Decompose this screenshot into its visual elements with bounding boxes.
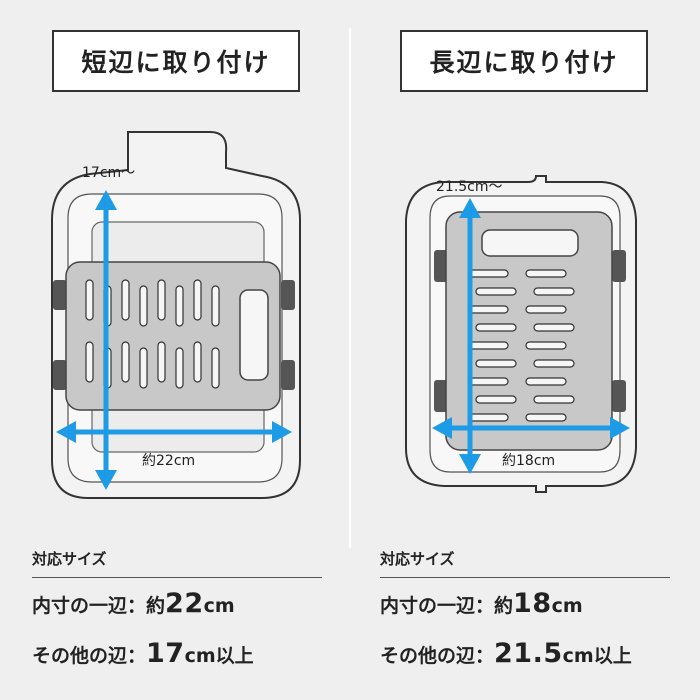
grip-left-top xyxy=(53,280,67,310)
row2-label: その他の辺： xyxy=(380,645,495,667)
row1-value: 22 xyxy=(165,588,204,619)
long-side-spec-row2: その他の辺：21.5cm以上 xyxy=(380,638,632,669)
long-side-spec-row1: 内寸の一辺：約18cm xyxy=(380,588,583,619)
width-arrow-head-left xyxy=(56,421,76,443)
grip-right-top xyxy=(612,250,626,282)
grip-left-bottom xyxy=(434,380,448,412)
short-side-top-dimension: 17cm～ xyxy=(82,165,136,181)
row1-prefix: 約 xyxy=(146,595,166,617)
width-arrow-head-right xyxy=(272,421,292,443)
short-side-illustration: 17cm～ 約22cm xyxy=(0,110,350,530)
row2-unit: cm以上 xyxy=(562,645,632,667)
height-arrow-head-top xyxy=(459,198,481,218)
basket-handle-slot xyxy=(239,289,269,381)
row2-label: その他の辺： xyxy=(32,645,147,667)
row1-label: 内寸の一辺： xyxy=(32,595,147,617)
short-side-panel: 短辺に取り付け xyxy=(0,30,350,669)
row1-unit: cm xyxy=(551,595,583,617)
long-side-top-dimension: 21.5cm～ xyxy=(436,179,503,195)
long-side-title: 長辺に取り付け xyxy=(400,30,648,92)
short-side-title: 短辺に取り付け xyxy=(52,30,300,92)
height-arrow-head-bottom xyxy=(459,454,481,474)
panel-divider xyxy=(349,28,351,548)
short-side-spec-row2: その他の辺：17cm以上 xyxy=(32,638,254,669)
sink-basket-short-illustration xyxy=(51,131,301,499)
row2-value: 21.5 xyxy=(494,638,563,669)
short-side-bottom-dimension: 約22cm xyxy=(142,453,196,469)
basket-handle-slot xyxy=(481,229,579,257)
long-side-illustration: 21.5cm～ 約18cm xyxy=(350,110,700,530)
row1-unit: cm xyxy=(203,595,235,617)
row2-unit: cm以上 xyxy=(184,645,254,667)
long-side-spec-heading: 対応サイズ xyxy=(380,548,670,578)
grip-right-bottom xyxy=(281,360,295,390)
basket-body xyxy=(65,261,281,411)
short-side-spec-row1: 内寸の一辺：約22cm xyxy=(32,588,235,619)
width-arrow-head-right xyxy=(610,417,630,439)
long-side-panel: 長辺に取り付け xyxy=(350,0,700,700)
long-side-bottom-dimension: 約18cm xyxy=(502,453,556,469)
row1-prefix: 約 xyxy=(494,595,514,617)
short-side-spec-heading: 対応サイズ xyxy=(32,548,322,578)
width-arrow-head-left xyxy=(432,417,452,439)
row1-label: 内寸の一辺： xyxy=(380,595,495,617)
grip-right-bottom xyxy=(612,380,626,412)
grip-right-top xyxy=(281,280,295,310)
grip-left-bottom xyxy=(53,360,67,390)
row2-value: 17 xyxy=(146,638,185,669)
grip-left-top xyxy=(434,250,448,282)
sink-basket-long-illustration xyxy=(405,175,637,493)
height-arrow-head-bottom xyxy=(95,470,117,490)
height-arrow-head-top xyxy=(95,190,117,210)
row1-value: 18 xyxy=(513,588,552,619)
